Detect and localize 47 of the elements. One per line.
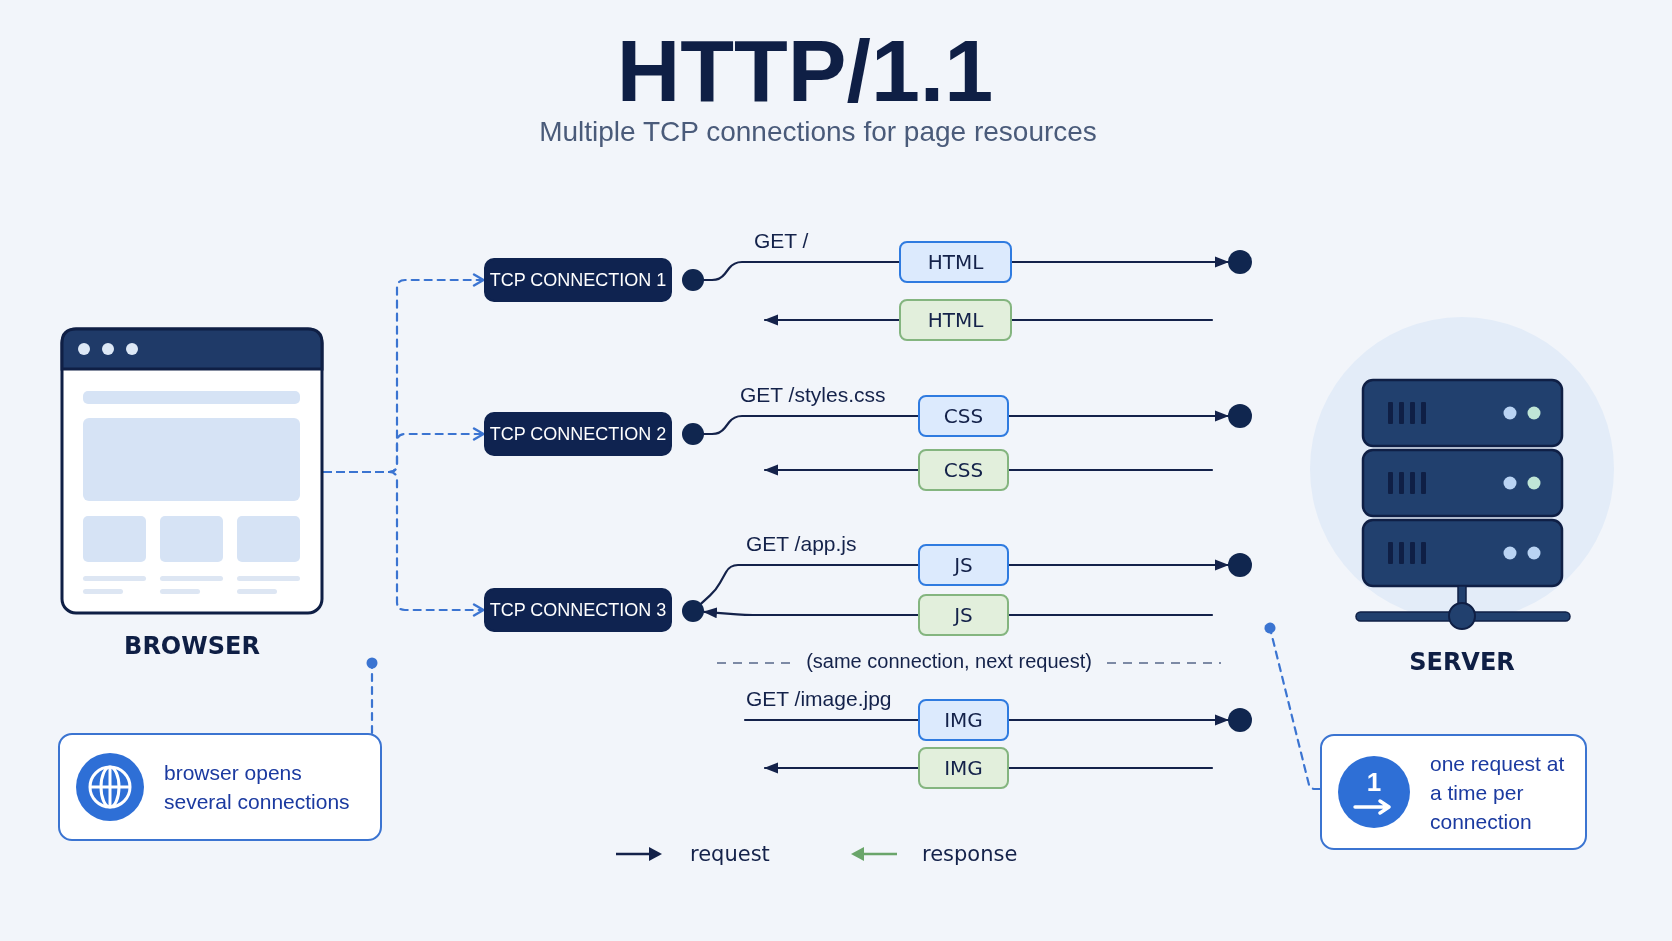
connector-line: [702, 414, 920, 436]
request-box: JS: [918, 544, 1009, 586]
request-box: CSS: [918, 395, 1009, 437]
leader-line: [1264, 622, 1322, 791]
note-card: [1320, 734, 1587, 850]
step-number: 1: [1366, 769, 1382, 795]
endpoint-dot: [1228, 553, 1252, 577]
legend-label: response: [922, 841, 1018, 868]
connection-box: TCP CONNECTION 2: [484, 412, 672, 456]
connector-line: [1007, 613, 1214, 617]
endpoint-dot: [1228, 708, 1252, 732]
endpoint-dot: [682, 600, 704, 622]
connector-line: [743, 718, 920, 722]
dashed-arrow: [322, 470, 486, 617]
response-box: CSS: [918, 449, 1009, 491]
request-box: IMG: [918, 699, 1009, 741]
connector-line: [1007, 766, 1214, 770]
connector-line: [1010, 318, 1214, 322]
connector-line: [700, 563, 920, 605]
connector-line: [1007, 468, 1214, 472]
note-card: [58, 733, 382, 841]
arrow: [763, 762, 920, 774]
leader-line: [366, 657, 378, 735]
connection-box: TCP CONNECTION 3: [484, 588, 672, 632]
response-box: HTML: [899, 299, 1012, 341]
endpoint-dot: [1228, 250, 1252, 274]
arrow: [763, 314, 901, 326]
node-label: BROWSER: [124, 631, 260, 661]
note-text: browser opens several connections: [164, 760, 351, 815]
note-label: (same connection, next request): [806, 649, 1092, 674]
connector-line: [702, 260, 901, 282]
connection-box: TCP CONNECTION 1: [484, 258, 672, 302]
request-box: HTML: [899, 241, 1012, 283]
endpoint-dot: [682, 423, 704, 445]
arrow: [1007, 714, 1230, 726]
arrow: [1007, 410, 1230, 422]
arrow: [763, 464, 920, 476]
endpoint-dot: [1228, 404, 1252, 428]
legend-label: request: [690, 841, 770, 868]
response-box: IMG: [918, 747, 1009, 789]
node-label: SERVER: [1409, 647, 1515, 677]
arrow: [702, 607, 920, 619]
endpoint-dot: [682, 269, 704, 291]
arrow: [1007, 559, 1230, 571]
note-text: one request at a time per connection: [1430, 750, 1566, 835]
arrow: [1010, 256, 1230, 268]
response-box: JS: [918, 594, 1009, 636]
